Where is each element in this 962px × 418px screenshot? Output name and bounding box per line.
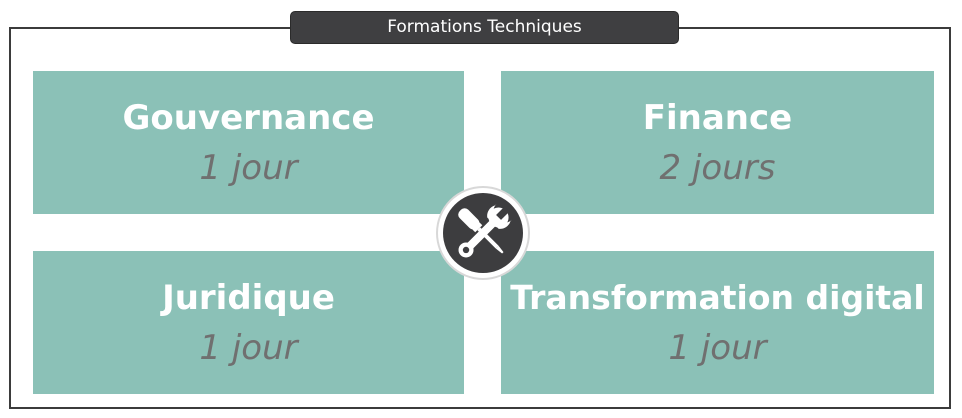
hub-circle [443,193,523,273]
training-tile-transformation-digital: Transformation digital 1 jour [501,251,934,394]
training-tile-finance: Finance 2 jours [501,71,934,214]
wrench-screwdriver-icon [458,204,512,258]
tile-title: Juridique [162,277,335,318]
tile-title: Gouvernance [122,97,375,138]
training-tile-gouvernance: Gouvernance 1 jour [33,71,464,214]
training-tile-juridique: Juridique 1 jour [33,251,464,394]
tile-duration: 1 jour [199,327,298,368]
center-hub [438,188,528,278]
section-title: Formations Techniques [387,17,582,37]
tile-title: Finance [642,97,793,138]
section-header: Formations Techniques [290,11,679,44]
tile-duration: 1 jour [199,147,298,188]
tile-duration: 2 jours [659,147,776,188]
tile-duration: 1 jour [668,327,767,368]
tile-title: Transformation digital [510,277,925,317]
